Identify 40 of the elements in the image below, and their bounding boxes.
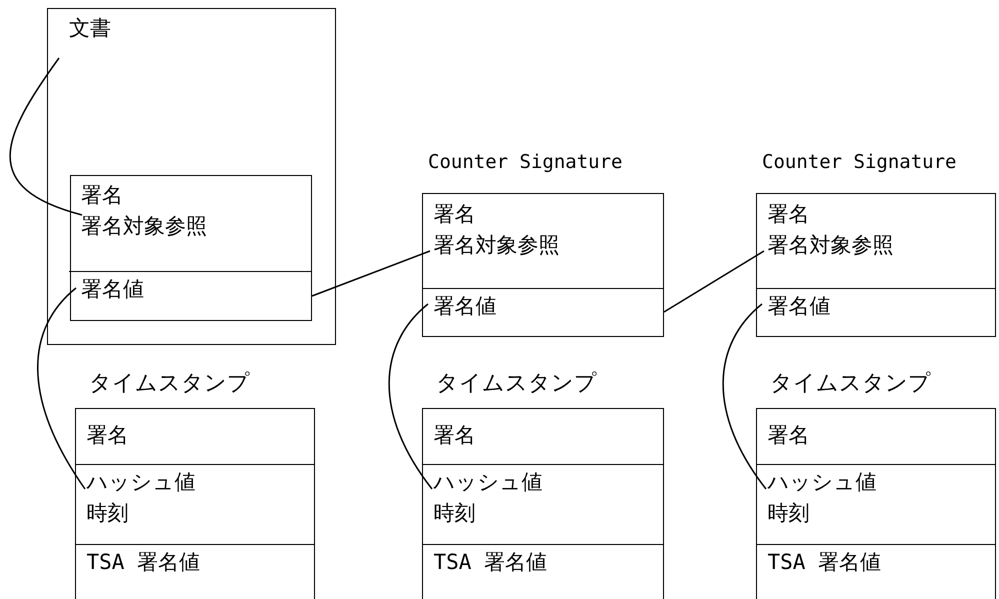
- field-label: 署名: [434, 200, 476, 228]
- timestamp-box: [75, 408, 315, 599]
- field-label: 署名対象参照: [81, 213, 207, 240]
- field-label: ハッシュ値: [434, 468, 542, 496]
- connector-line: [664, 250, 764, 313]
- box-heading: タイムスタンプ: [436, 370, 597, 398]
- field-label: 署名: [768, 200, 810, 228]
- connector-line: [388, 303, 433, 490]
- box-caption: Counter Signature: [428, 151, 622, 173]
- field-label: 署名対象参照: [768, 232, 894, 258]
- field-label: 署名値: [434, 292, 496, 320]
- timestamp-box: [756, 408, 996, 599]
- field-label: 時刻: [434, 500, 476, 526]
- document-box: [47, 8, 336, 345]
- field-label: 署名値: [768, 292, 830, 320]
- signature-box: [756, 193, 996, 337]
- connector-line: [37, 287, 86, 490]
- field-label: 時刻: [86, 500, 128, 526]
- field-label: TSA 署名値: [768, 548, 882, 576]
- signature-box: [70, 174, 312, 320]
- field-label: TSA 署名値: [434, 548, 548, 576]
- field-label: 署名対象参照: [434, 232, 560, 258]
- box-caption: Counter Signature: [762, 151, 956, 173]
- field-label: 署名: [768, 422, 810, 448]
- field-label: 署名: [434, 422, 476, 448]
- box-title: 文書: [69, 15, 111, 42]
- signature-box: [422, 193, 664, 337]
- box-heading: タイムスタンプ: [770, 370, 931, 398]
- field-label: TSA 署名値: [86, 548, 200, 576]
- timestamp-box: [422, 408, 664, 599]
- field-label: 署名: [86, 422, 128, 448]
- box-heading: タイムスタンプ: [89, 370, 250, 398]
- connector-line: [312, 250, 430, 297]
- field-label: 署名: [81, 182, 123, 209]
- connector-line: [9, 58, 82, 216]
- field-label: 署名値: [81, 276, 144, 303]
- field-label: ハッシュ値: [86, 468, 196, 496]
- field-label: 時刻: [768, 500, 810, 526]
- field-label: ハッシュ値: [768, 468, 876, 496]
- connector-line: [722, 303, 767, 490]
